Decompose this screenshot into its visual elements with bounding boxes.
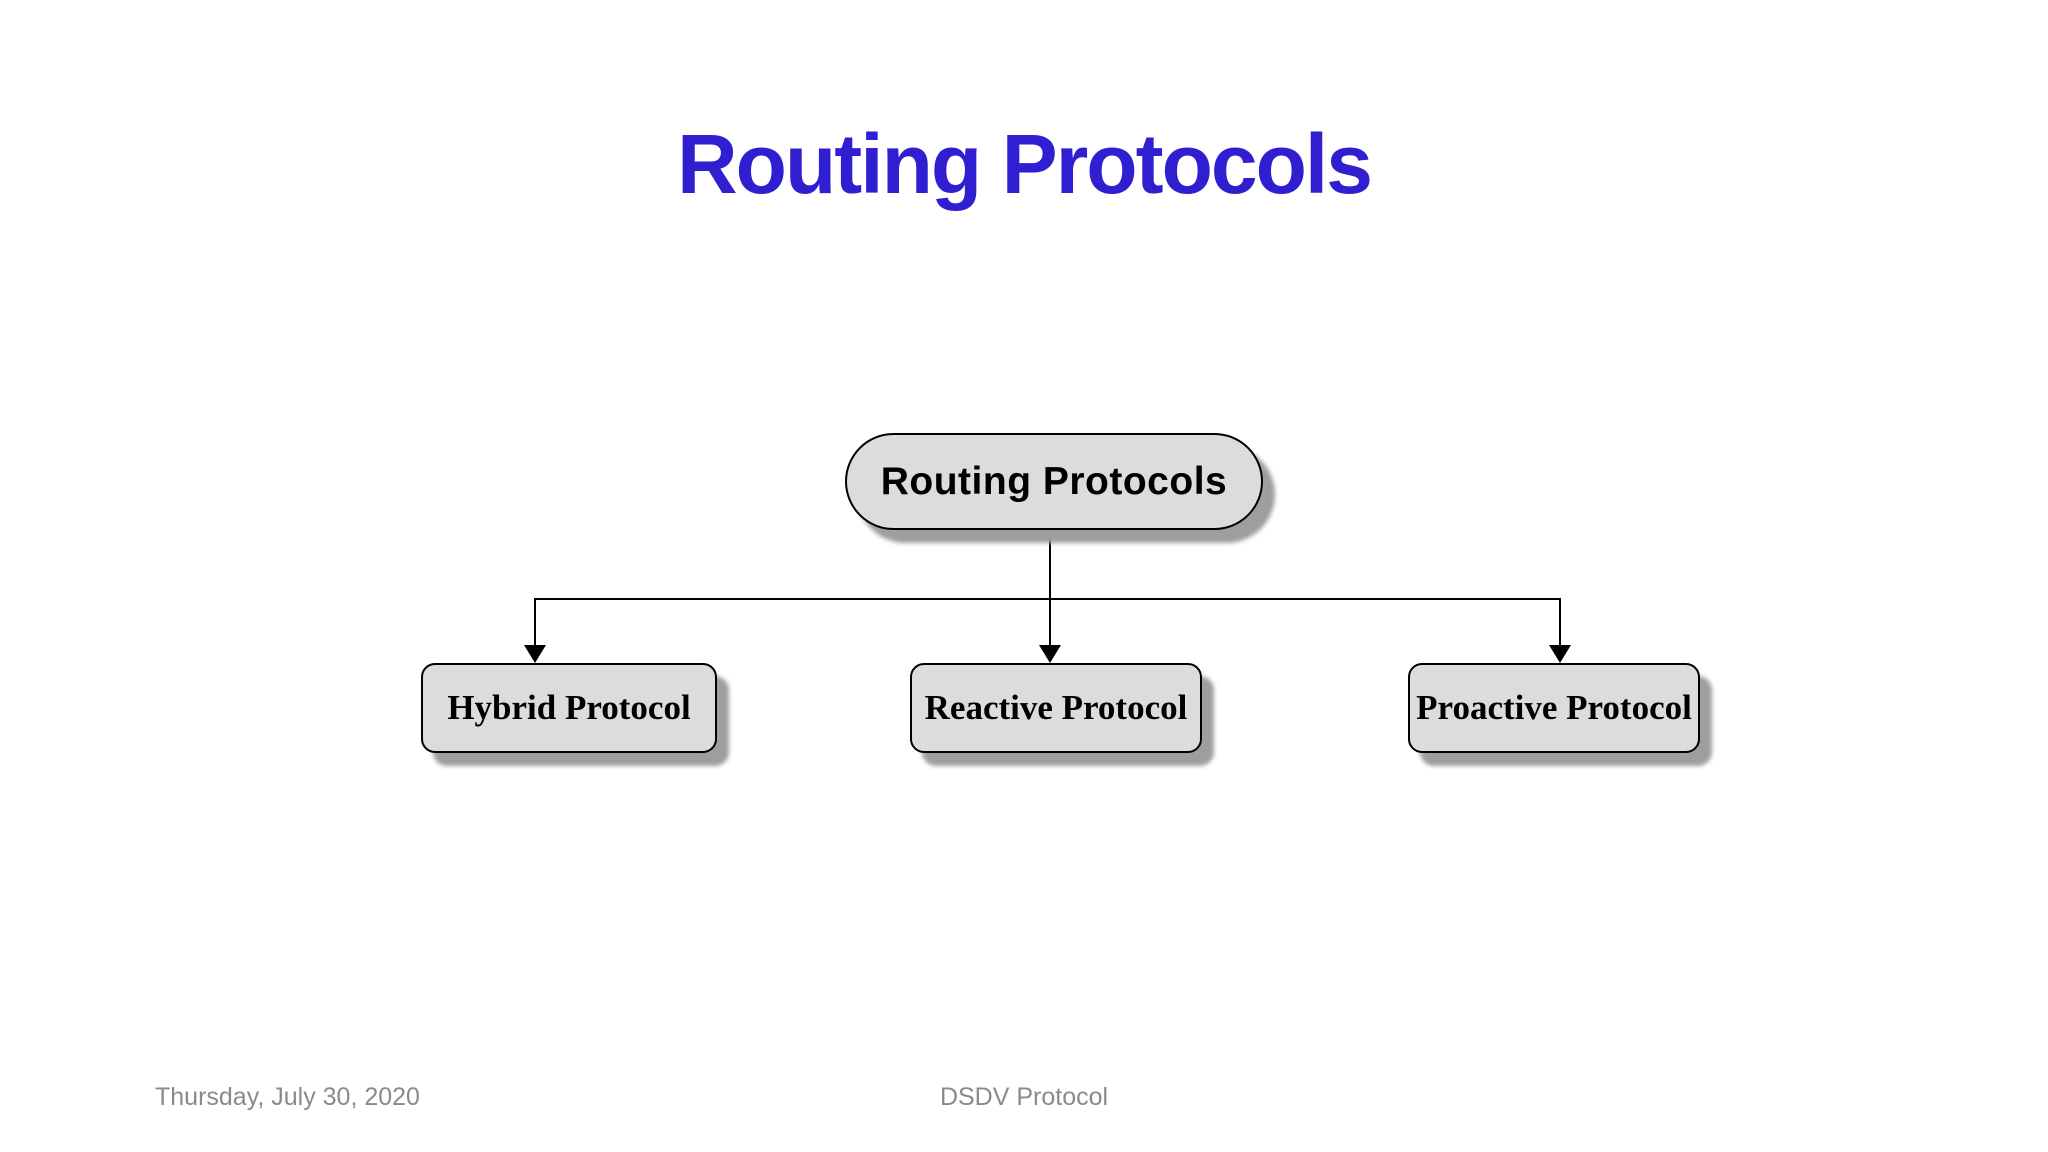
node-routing-protocols: Routing Protocols [845, 433, 1263, 530]
footer-center-text: DSDV Protocol [939, 1083, 1109, 1111]
node-hybrid-protocol: Hybrid Protocol [421, 663, 717, 753]
node-reactive-protocol-label: Reactive Protocol [924, 688, 1188, 727]
node-proactive-protocol: Proactive Protocol [1408, 663, 1700, 753]
node-hybrid-protocol-label: Hybrid Protocol [447, 688, 691, 727]
slide-title: Routing Protocols [677, 117, 1373, 211]
footer-date: Thursday, July 30, 2020 [155, 1083, 420, 1111]
arrowhead-hybrid [524, 645, 546, 663]
node-proactive-protocol-label: Proactive Protocol [1416, 688, 1692, 727]
node-reactive-protocol: Reactive Protocol [910, 663, 1202, 753]
arrowhead-reactive [1039, 645, 1061, 663]
node-routing-protocols-label: Routing Protocols [880, 459, 1228, 503]
arrowhead-proactive [1549, 645, 1571, 663]
